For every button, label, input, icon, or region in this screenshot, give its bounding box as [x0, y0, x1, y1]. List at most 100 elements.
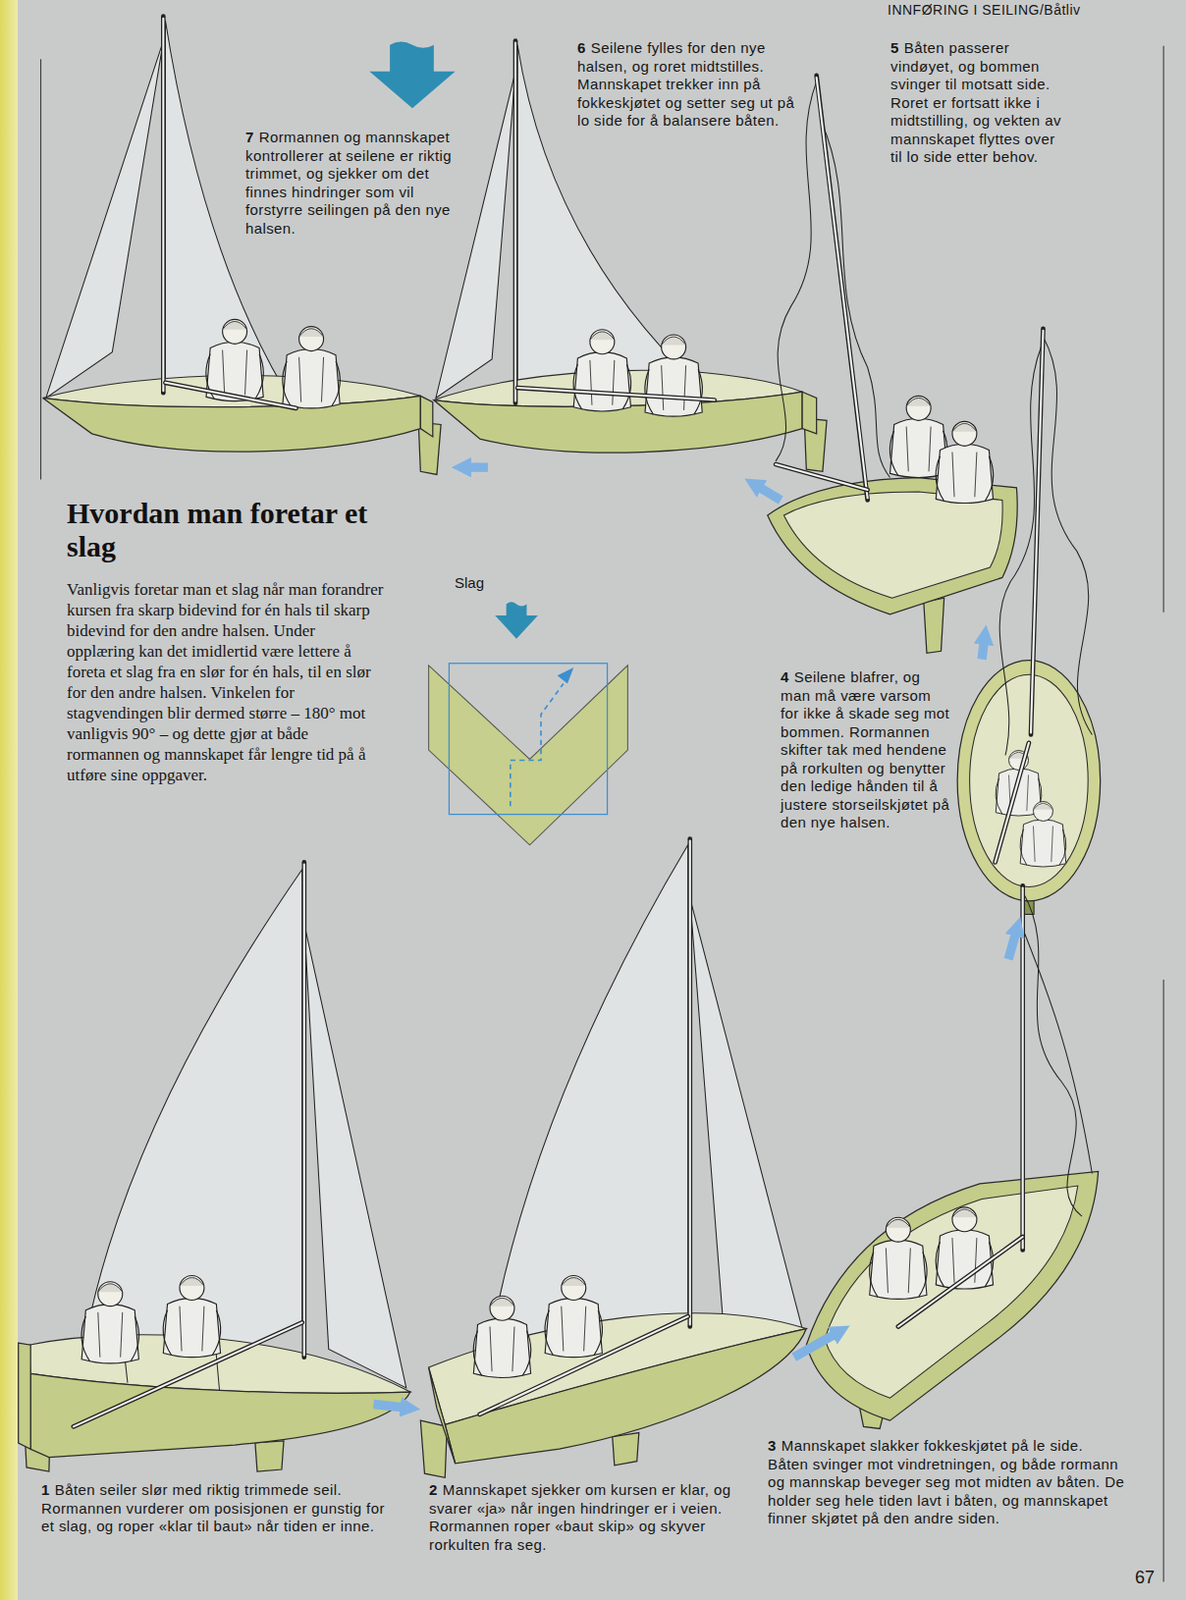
mast [816, 77, 868, 498]
callout-number: 5 [890, 39, 900, 56]
step-caption: 6Seilene fylles for den nye halsen, og r… [577, 39, 798, 131]
helmsman [1020, 802, 1067, 868]
caption-text: Slag [454, 574, 485, 592]
boom [995, 743, 1029, 863]
transom [802, 391, 817, 434]
boom [517, 387, 715, 400]
transom [420, 395, 432, 437]
helmsman [81, 1282, 140, 1364]
caption-text: INNFØRING I SEILING/Båtliv [887, 1, 1081, 18]
tack-chevron [429, 665, 629, 846]
boat-1 [18, 862, 411, 1472]
jib [46, 41, 164, 399]
callout-number: 1 [41, 1481, 51, 1499]
page-number: 67 [1134, 1567, 1155, 1589]
step-caption: 4Seilene blafrer, og man må være varsom … [780, 668, 953, 833]
step-caption: 2Mannskapet sjekker om kursen er klar, o… [429, 1481, 736, 1555]
caption-text: Båten passerer vindøyet, og bommen sving… [890, 39, 1062, 165]
caption-text: Båten seiler slør med riktig trimmede se… [41, 1481, 385, 1535]
luffing-jib [1023, 928, 1093, 1175]
mast [301, 862, 307, 1357]
intro-text: Vanligvis foretar man et slag når man fo… [66, 579, 385, 786]
sequence-arrow [753, 484, 781, 501]
callout-number: 4 [780, 668, 790, 686]
callout-number: 7 [245, 128, 255, 146]
boat-4 [957, 328, 1101, 916]
helmsman [935, 421, 994, 503]
crew [869, 1217, 928, 1299]
boom [164, 382, 296, 409]
hull [43, 395, 422, 452]
boat-7 [43, 16, 441, 476]
jib [435, 71, 516, 399]
boom [517, 387, 715, 400]
crew [206, 319, 265, 401]
mast [687, 839, 693, 1328]
callout-number: 2 [429, 1481, 438, 1499]
deck [824, 1186, 1079, 1399]
boom [480, 1316, 689, 1415]
caption-text: Rormannen og mannskapet kontrollerer at … [245, 128, 452, 237]
tack-course [510, 684, 564, 808]
sequence-arrow [461, 462, 488, 472]
boom [164, 382, 296, 409]
helmsman [645, 334, 703, 417]
drawing [18, 16, 1164, 1583]
crew [162, 1276, 221, 1358]
mast [1030, 328, 1043, 736]
sequence-arrow [794, 1331, 842, 1358]
diagram-label: Slag [454, 574, 485, 592]
boom [480, 1316, 689, 1415]
caption-text: Mannskapet sjekker om kursen er klar, og… [429, 1481, 731, 1554]
sequence-arrow [373, 1403, 410, 1408]
jib [690, 898, 803, 1330]
step-caption: 7Rormannen og mannskapet kontrollerer at… [245, 128, 460, 238]
mast [1020, 885, 1025, 1250]
step-caption: 3Mannskapet slakker fokkeskjøtet på le s… [767, 1437, 1128, 1529]
caption-text: Seilene fylles for den nye halsen, og ro… [577, 39, 795, 129]
transom [429, 1367, 456, 1464]
crew [544, 1276, 603, 1358]
crew [573, 329, 632, 412]
sequence-arrow [1008, 926, 1018, 960]
mast [816, 75, 868, 500]
hull [30, 1373, 411, 1457]
caption-text: Vanligvis foretar man et slag når man fo… [66, 580, 383, 785]
mast [689, 841, 692, 1326]
helmsman [473, 1295, 532, 1378]
title: Hvordan man foretar et slag [66, 496, 394, 564]
caption-text: Mannskapet slakker fokkeskjøtet på le si… [767, 1437, 1125, 1527]
boat-2 [420, 839, 807, 1479]
luffing-mainsail [1023, 892, 1082, 1218]
callout-number: 6 [577, 39, 587, 56]
transom [18, 1343, 31, 1450]
callout-number: 3 [767, 1437, 777, 1455]
jib [304, 923, 407, 1389]
mast [1030, 330, 1043, 734]
boat-3 [806, 885, 1098, 1429]
luffing-jib [821, 122, 891, 479]
boom [995, 743, 1029, 863]
mast [513, 41, 519, 404]
hull [806, 1171, 1098, 1421]
rudder [420, 1420, 447, 1478]
boom [73, 1322, 303, 1427]
sequence-arrow [981, 635, 985, 660]
mast [303, 864, 306, 1356]
mast [161, 16, 166, 394]
wind-arrow [369, 42, 455, 109]
boom [73, 1322, 303, 1427]
boom [775, 464, 868, 490]
rule-line [1163, 46, 1165, 613]
tack-frame [448, 663, 607, 815]
step-caption: 5Båten passerer vindøyet, og bommen svin… [890, 39, 1065, 167]
page-edge [0, 0, 18, 1600]
mainsail [73, 869, 303, 1428]
rudder [923, 597, 945, 653]
centreboard [255, 1441, 284, 1472]
rule-line [1163, 979, 1165, 1582]
hull [957, 660, 1101, 902]
deck [783, 491, 1003, 598]
